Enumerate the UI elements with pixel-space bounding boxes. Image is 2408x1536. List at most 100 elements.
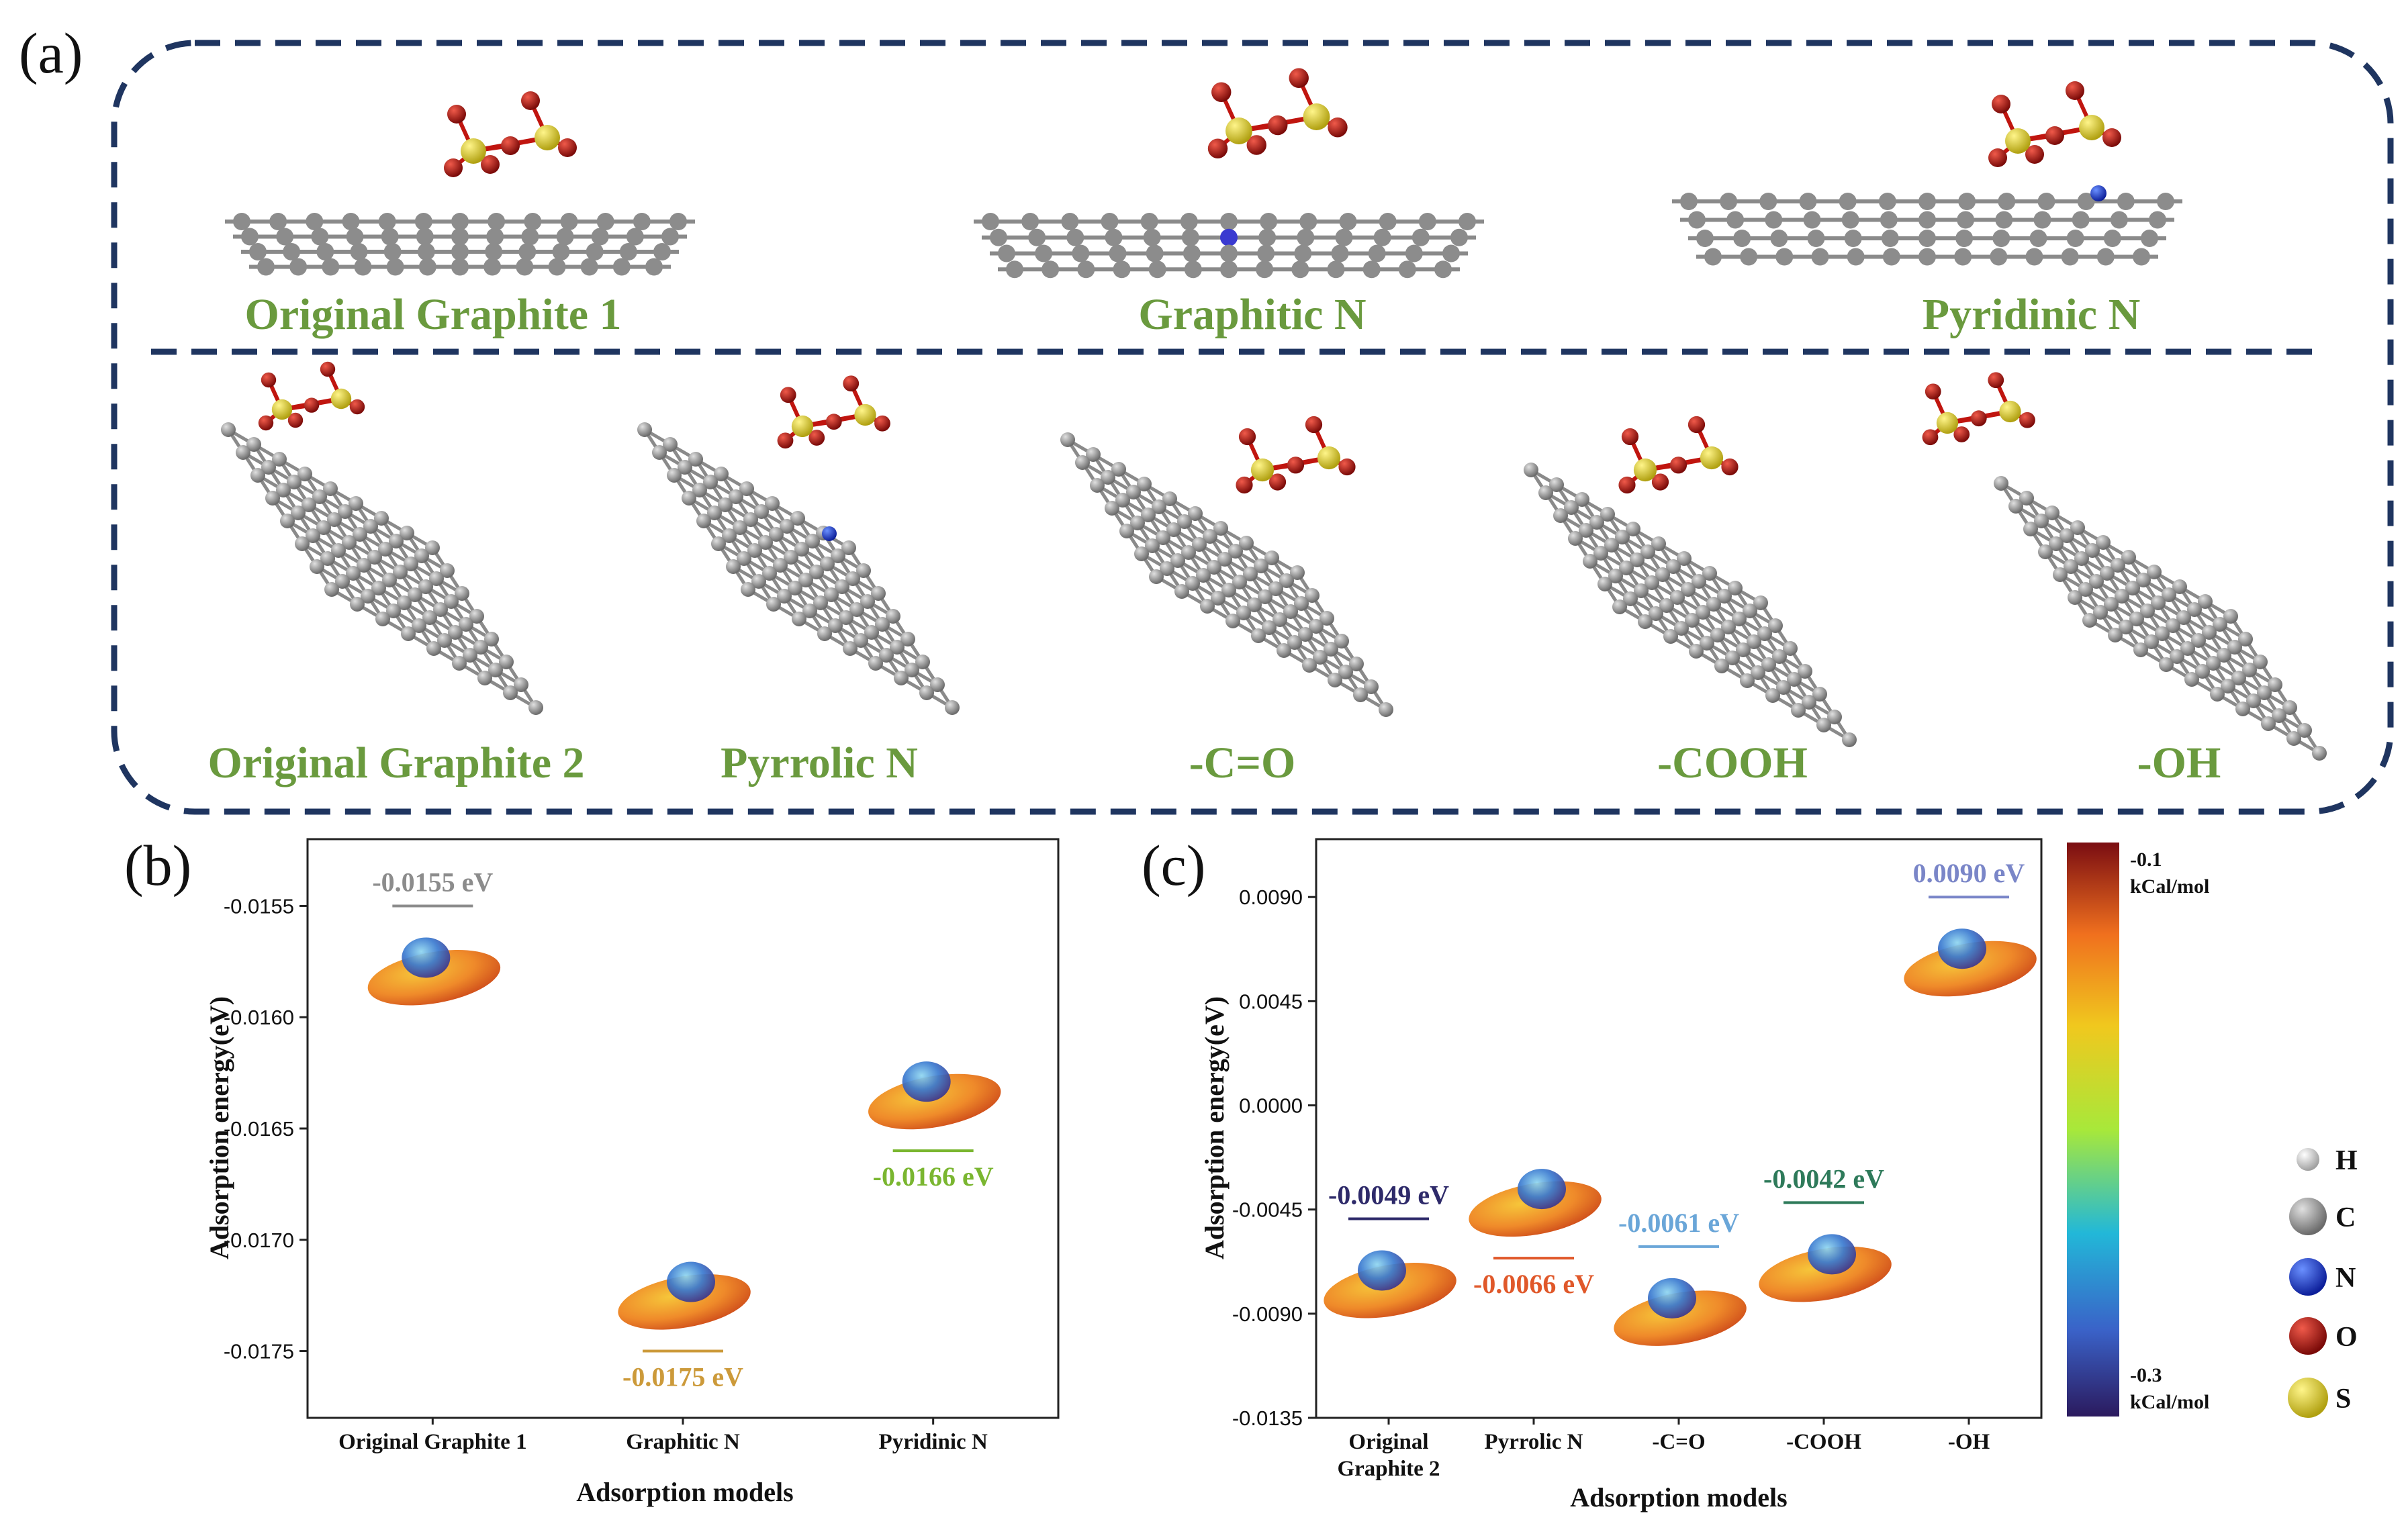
carbon-atom — [890, 640, 905, 655]
carbon-atom — [813, 595, 828, 610]
carbon-atom — [1775, 248, 1794, 266]
persulfate-molecule — [1236, 416, 1356, 494]
potential-surface — [367, 950, 501, 1006]
model-label-oh: -OH — [2137, 738, 2221, 787]
carbon-atom — [1955, 230, 1974, 247]
oxygen-atom — [843, 375, 860, 392]
adsorption-surface-render — [1904, 928, 2037, 997]
carbon-atom — [1272, 612, 1287, 627]
oxygen-atom — [1238, 428, 1256, 446]
carbon-atom — [363, 519, 378, 534]
carbon-atom — [661, 228, 679, 246]
carbon-atom — [780, 519, 794, 534]
carbon-atom — [733, 520, 747, 535]
energy-value-label: 0.0090 eV — [1913, 858, 2025, 888]
chart-c-xlabel: Adsorption models — [1570, 1482, 1787, 1513]
carbon-atom — [2096, 535, 2111, 550]
graphene-sheet-tilted — [1994, 476, 2327, 761]
carbon-atom — [1140, 213, 1158, 230]
carbon-atom — [1221, 583, 1236, 597]
x-category-label: -C=O — [1652, 1430, 1705, 1454]
chart-b-frame — [306, 838, 1060, 1419]
sulfur-atom — [1225, 117, 1252, 144]
carbon-atom — [1105, 501, 1119, 516]
graphene-sheet-flat — [225, 213, 695, 276]
carbon-atom — [714, 467, 729, 481]
carbon-atom — [257, 258, 275, 276]
carbon-atom — [817, 626, 832, 641]
oxygen-atom — [1211, 82, 1232, 102]
carbon-atom — [1450, 228, 1468, 246]
carbon-atom — [1113, 260, 1131, 279]
persulfate-molecule — [1988, 81, 2121, 167]
carbon-atom — [905, 663, 919, 677]
carbon-atom — [2019, 491, 2034, 506]
carbon-atom — [2049, 536, 2064, 551]
carbon-atom — [1086, 447, 1101, 462]
persulfate-molecule — [777, 375, 890, 449]
carbon-atom — [688, 452, 703, 467]
carbon-atom — [1799, 193, 1817, 210]
carbon-atom — [548, 258, 566, 276]
carbon-atom — [1549, 477, 1564, 492]
carbon-atom — [452, 656, 467, 671]
carbon-atom — [1696, 230, 1714, 247]
energy-value-label: -0.0066 eV — [1473, 1269, 1594, 1299]
graphene-sheet-tilted — [221, 422, 543, 715]
oxygen-atom — [1922, 429, 1939, 446]
carbon-atom — [2257, 685, 2272, 700]
model-label-graphitic-n: Graphitic N — [1138, 290, 1366, 339]
sulfur-atom — [1303, 103, 1330, 130]
oxygen-atom — [320, 361, 336, 377]
adsorption-surface-render — [1759, 1234, 1892, 1302]
oxygen-atom — [1953, 426, 1970, 442]
carbon-atom — [1213, 521, 1228, 536]
carbon-atom — [350, 597, 365, 612]
carbon-atom — [1677, 551, 1692, 566]
carbon-atom — [1339, 213, 1357, 230]
carbon-atom — [1174, 584, 1189, 599]
carbon-atom — [1816, 718, 1831, 732]
carbon-atom — [1692, 574, 1706, 589]
carbon-atom — [1458, 213, 1476, 230]
carbon-atom — [1753, 595, 1768, 610]
panel-b-letter: (b) — [124, 833, 191, 898]
carbon-atom — [1211, 591, 1225, 606]
oxygen-atom — [1305, 416, 1323, 434]
carbon-atom — [1006, 260, 1023, 279]
carbon-atom — [1072, 244, 1090, 262]
carbon-atom — [1651, 536, 1666, 551]
carbon-atom — [1166, 522, 1181, 537]
carbon-atom — [1328, 673, 1342, 687]
carbon-atom — [1740, 248, 1758, 266]
carbon-atom — [361, 589, 375, 604]
carbon-atom — [310, 559, 324, 574]
y-tick-label: -0.0045 — [1232, 1198, 1303, 1222]
carbon-atom — [560, 213, 578, 230]
carbon-atom — [1553, 508, 1568, 523]
sulfur-atom — [330, 388, 352, 410]
carbon-atom — [2111, 558, 2125, 573]
adsorbate-blob — [902, 1061, 951, 1102]
carbon-atom — [1681, 582, 1696, 597]
oxygen-atom — [808, 430, 825, 446]
carbon-atom — [741, 582, 755, 597]
carbon-atom — [422, 610, 437, 625]
carbon-atom — [488, 663, 503, 677]
carbon-atom — [477, 671, 492, 685]
energy-value-label: -0.0166 eV — [873, 1161, 994, 1192]
carbon-atom — [1035, 244, 1053, 262]
carbon-atom — [1732, 612, 1747, 626]
carbon-atom — [2068, 590, 2082, 605]
carbon-atom — [2133, 642, 2148, 657]
carbon-atom — [236, 445, 250, 460]
carbon-atom — [289, 258, 308, 276]
colorbar — [2067, 843, 2119, 1417]
carbon-atom — [1181, 228, 1199, 246]
x-category-label: Graphitic N — [626, 1430, 740, 1454]
adsorbate-blob — [1648, 1278, 1696, 1318]
carbon-atom — [1302, 658, 1317, 673]
carbon-atom — [1177, 514, 1192, 529]
sulfur-sphere-icon — [2288, 1378, 2328, 1418]
carbon-atom — [1220, 260, 1238, 279]
